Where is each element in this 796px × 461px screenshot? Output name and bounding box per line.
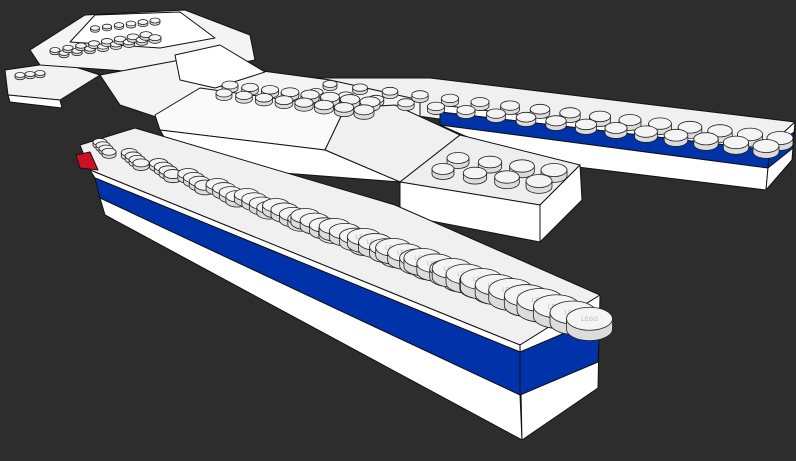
stud <box>125 20 137 29</box>
stud <box>381 86 399 99</box>
stud <box>411 90 429 103</box>
stud-group: LEGOLEGOLEGOLEGOLEGOLEGOLEGOLEGOLEGOLEGO… <box>14 17 794 341</box>
stud <box>322 80 338 92</box>
stud <box>693 132 719 151</box>
stud <box>101 147 117 159</box>
red-accent-tip <box>75 151 99 171</box>
bridge-block <box>174 44 266 89</box>
stud <box>752 139 780 159</box>
stud <box>333 102 355 117</box>
stud <box>14 72 26 81</box>
stud: LEGO <box>566 306 613 341</box>
stud <box>235 90 253 104</box>
stud <box>462 166 488 185</box>
stud <box>113 35 127 45</box>
stud <box>723 135 750 155</box>
stud <box>431 163 455 180</box>
stud <box>486 108 506 123</box>
stud <box>545 115 567 131</box>
engine-block-end <box>539 164 583 243</box>
stud <box>634 125 658 143</box>
stud <box>397 98 415 111</box>
stud <box>255 93 273 107</box>
stud <box>494 170 520 190</box>
stud <box>456 105 476 119</box>
stud <box>515 111 537 127</box>
stud <box>525 174 553 194</box>
stud <box>113 22 125 30</box>
stud <box>221 80 239 93</box>
stud <box>261 85 279 99</box>
stud <box>101 38 113 47</box>
stud <box>137 19 149 28</box>
stud <box>88 40 100 49</box>
stud <box>440 93 459 107</box>
stud <box>352 83 368 95</box>
stud <box>49 47 61 56</box>
stud <box>34 70 46 79</box>
stud <box>353 104 375 120</box>
stud <box>589 110 612 127</box>
stud <box>663 128 689 147</box>
stud <box>102 23 113 32</box>
stud <box>62 44 74 54</box>
stud <box>215 88 233 101</box>
stud <box>24 71 36 80</box>
stud <box>604 122 628 139</box>
stud <box>575 118 598 135</box>
stud <box>446 152 470 169</box>
stud <box>294 97 314 112</box>
stud <box>132 158 150 171</box>
stud <box>426 101 445 115</box>
stud <box>148 34 162 44</box>
stud <box>90 25 100 33</box>
stud-logo: LEGO <box>581 317 598 323</box>
stud <box>274 95 294 109</box>
stud <box>540 163 568 183</box>
stud <box>149 17 161 26</box>
saucer-front-side <box>7 94 63 109</box>
stud <box>314 99 334 115</box>
